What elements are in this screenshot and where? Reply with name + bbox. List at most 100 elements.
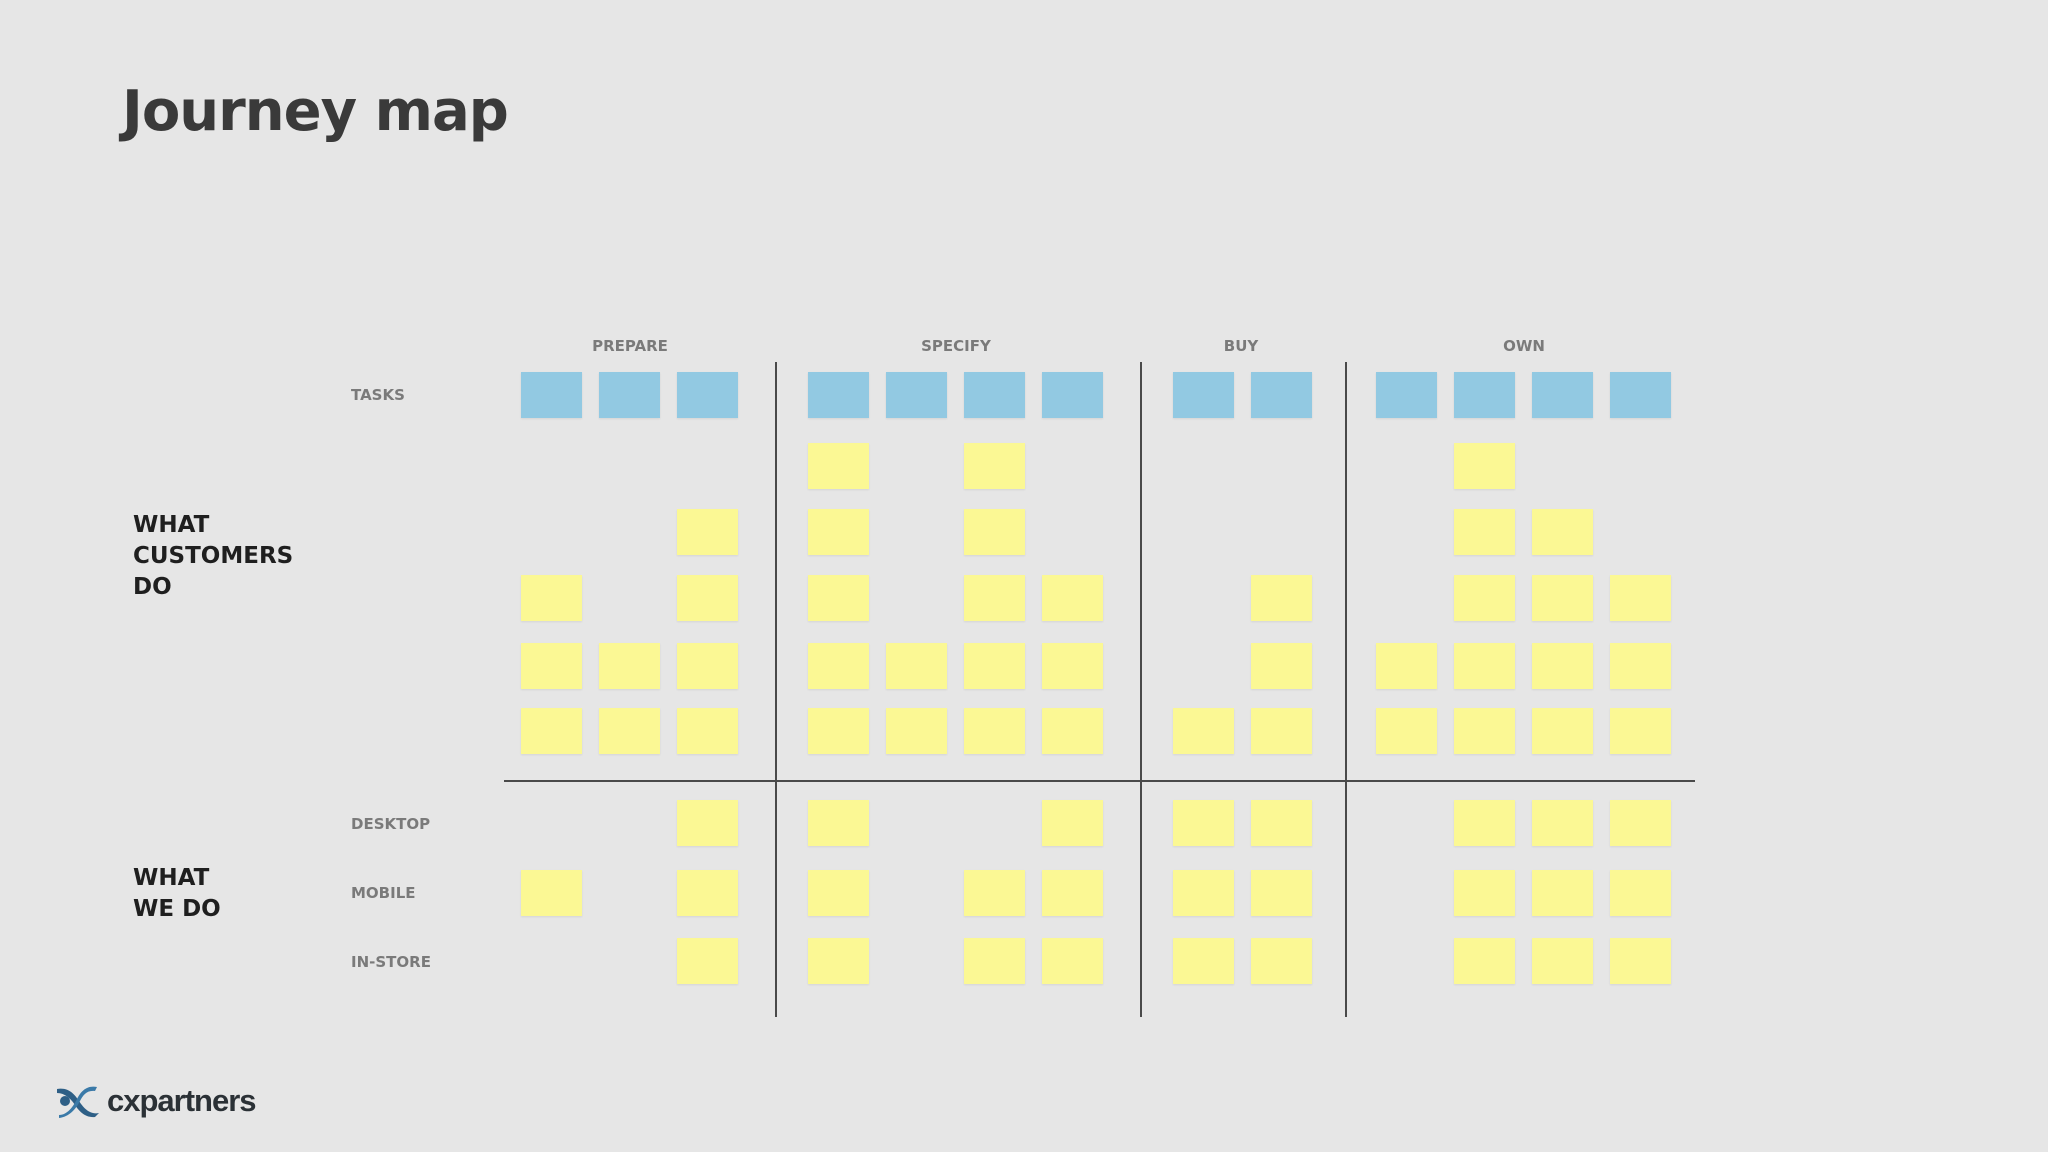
desktop-touchpoint-note[interactable] <box>1532 800 1593 846</box>
customer-action-note[interactable] <box>808 509 869 555</box>
instore-touchpoint-note[interactable] <box>1251 938 1312 984</box>
row-label-mobile: MOBILE <box>351 884 416 902</box>
task-note[interactable] <box>1251 372 1312 418</box>
desktop-touchpoint-note[interactable] <box>1042 800 1103 846</box>
customer-action-note[interactable] <box>1610 708 1671 754</box>
instore-touchpoint-note[interactable] <box>964 938 1025 984</box>
customer-action-note[interactable] <box>808 575 869 621</box>
customer-action-note[interactable] <box>1251 643 1312 689</box>
phase-label-prepare: PREPARE <box>592 337 668 355</box>
desktop-touchpoint-note[interactable] <box>677 800 738 846</box>
mobile-touchpoint-note[interactable] <box>1251 870 1312 916</box>
desktop-touchpoint-note[interactable] <box>1251 800 1312 846</box>
instore-touchpoint-note[interactable] <box>1173 938 1234 984</box>
customer-action-note[interactable] <box>1251 708 1312 754</box>
cxpartners-logo-icon <box>57 1086 99 1118</box>
customer-action-note[interactable] <box>677 708 738 754</box>
customer-action-note[interactable] <box>1454 509 1515 555</box>
task-note[interactable] <box>599 372 660 418</box>
customer-action-note[interactable] <box>677 575 738 621</box>
phase-label-specify: SPECIFY <box>921 337 991 355</box>
customer-action-note[interactable] <box>677 643 738 689</box>
customer-action-note[interactable] <box>1610 643 1671 689</box>
section-label-what-customers-do: WHAT CUSTOMERS DO <box>133 512 294 600</box>
customer-action-note[interactable] <box>1610 575 1671 621</box>
customer-action-note[interactable] <box>808 443 869 489</box>
instore-touchpoint-note[interactable] <box>808 938 869 984</box>
customer-action-note[interactable] <box>1042 575 1103 621</box>
task-note[interactable] <box>808 372 869 418</box>
customer-action-note[interactable] <box>964 708 1025 754</box>
desktop-touchpoint-note[interactable] <box>1173 800 1234 846</box>
mobile-touchpoint-note[interactable] <box>1173 870 1234 916</box>
customer-action-note[interactable] <box>1251 575 1312 621</box>
customer-action-note[interactable] <box>964 643 1025 689</box>
customer-action-note[interactable] <box>1376 708 1437 754</box>
phase-label-buy: BUY <box>1223 337 1259 355</box>
section-divider-line <box>504 780 1695 782</box>
customer-action-note[interactable] <box>521 708 582 754</box>
customer-action-note[interactable] <box>808 708 869 754</box>
mobile-touchpoint-note[interactable] <box>521 870 582 916</box>
customer-action-note[interactable] <box>521 575 582 621</box>
customer-action-note[interactable] <box>599 708 660 754</box>
instore-touchpoint-note[interactable] <box>1454 938 1515 984</box>
customer-action-note[interactable] <box>1042 708 1103 754</box>
customer-action-note[interactable] <box>886 643 947 689</box>
customer-action-note[interactable] <box>1454 575 1515 621</box>
desktop-touchpoint-note[interactable] <box>808 800 869 846</box>
row-label-desktop: DESKTOP <box>351 815 431 833</box>
section-label-what-we-do: WHAT WE DO <box>133 865 221 922</box>
customer-action-note[interactable] <box>1042 643 1103 689</box>
customer-action-note[interactable] <box>1454 643 1515 689</box>
desktop-touchpoint-note[interactable] <box>1454 800 1515 846</box>
phase-divider-line <box>775 362 777 1017</box>
customer-action-note[interactable] <box>599 643 660 689</box>
customer-action-note[interactable] <box>677 509 738 555</box>
task-note[interactable] <box>1532 372 1593 418</box>
mobile-touchpoint-note[interactable] <box>1042 870 1103 916</box>
customer-action-note[interactable] <box>1173 708 1234 754</box>
customer-action-note[interactable] <box>808 643 869 689</box>
desktop-touchpoint-note[interactable] <box>1610 800 1671 846</box>
instore-touchpoint-note[interactable] <box>1532 938 1593 984</box>
logo: cxpartners <box>55 1083 257 1119</box>
customer-action-note[interactable] <box>1376 643 1437 689</box>
mobile-touchpoint-note[interactable] <box>1454 870 1515 916</box>
customer-action-note[interactable] <box>1532 575 1593 621</box>
instore-touchpoint-note[interactable] <box>677 938 738 984</box>
task-note[interactable] <box>886 372 947 418</box>
task-note[interactable] <box>521 372 582 418</box>
customer-action-note[interactable] <box>1532 509 1593 555</box>
mobile-touchpoint-note[interactable] <box>808 870 869 916</box>
customer-action-note[interactable] <box>886 708 947 754</box>
mobile-touchpoint-note[interactable] <box>1610 870 1671 916</box>
task-note[interactable] <box>1376 372 1437 418</box>
task-note[interactable] <box>1173 372 1234 418</box>
phase-label-own: OWN <box>1503 337 1545 355</box>
page-title: Journey map <box>122 79 509 144</box>
customer-action-note[interactable] <box>1454 708 1515 754</box>
task-note[interactable] <box>677 372 738 418</box>
row-label-instore: IN-STORE <box>351 953 431 971</box>
task-note[interactable] <box>1042 372 1103 418</box>
customer-action-note[interactable] <box>521 643 582 689</box>
task-note[interactable] <box>1454 372 1515 418</box>
mobile-touchpoint-note[interactable] <box>964 870 1025 916</box>
logo-wordmark: cxpartners <box>107 1083 257 1118</box>
customer-action-note[interactable] <box>1454 443 1515 489</box>
mobile-touchpoint-note[interactable] <box>677 870 738 916</box>
customer-action-note[interactable] <box>964 509 1025 555</box>
task-note[interactable] <box>1610 372 1671 418</box>
instore-touchpoint-note[interactable] <box>1042 938 1103 984</box>
row-label-tasks: TASKS <box>351 386 405 404</box>
phase-divider-line <box>1345 362 1347 1017</box>
instore-touchpoint-note[interactable] <box>1610 938 1671 984</box>
customer-action-note[interactable] <box>1532 643 1593 689</box>
task-note[interactable] <box>964 372 1025 418</box>
customer-action-note[interactable] <box>1532 708 1593 754</box>
customer-action-note[interactable] <box>964 575 1025 621</box>
mobile-touchpoint-note[interactable] <box>1532 870 1593 916</box>
phase-divider-line <box>1140 362 1142 1017</box>
customer-action-note[interactable] <box>964 443 1025 489</box>
